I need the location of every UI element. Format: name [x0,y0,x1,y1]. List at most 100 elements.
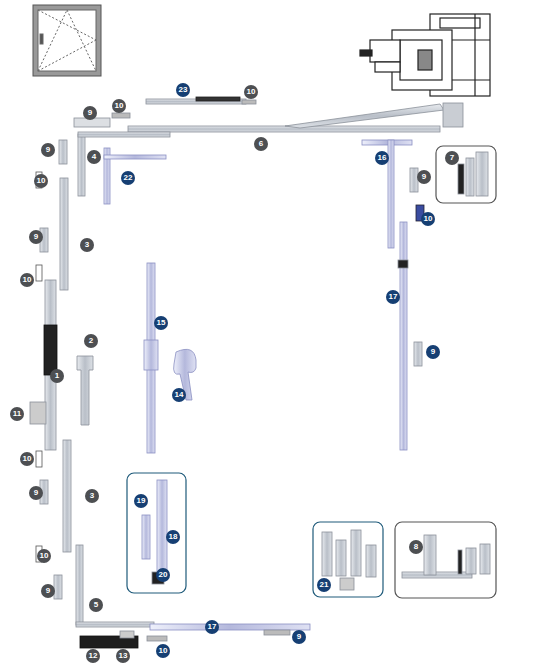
metal-parts [44,325,57,375]
metal-parts [78,134,85,196]
profile-section [440,18,480,28]
metal-parts [285,104,444,128]
metal-parts [78,132,170,137]
callout-number: 3 [80,238,94,252]
window-icon [38,10,96,71]
metal-parts [76,622,154,627]
profile-section [452,79,490,80]
callout-number: 9 [426,345,440,359]
callout-number: 12 [86,649,100,663]
callout-number: 20 [156,568,170,582]
window-icon [40,34,43,44]
callout-number: 18 [166,530,180,544]
callout-number: 3 [85,489,99,503]
metal-parts [196,97,240,101]
detail-parts [424,535,436,575]
callout-number: 10 [20,452,34,466]
callout-number: 16 [375,151,389,165]
window-icon [33,5,101,76]
metal-parts [242,100,256,104]
detail-boxes [127,146,496,598]
detail-parts [366,545,376,577]
metal-parts [400,222,407,450]
callout-number: 7 [445,151,459,165]
metal-parts [128,126,440,132]
callout-number: 9 [41,143,55,157]
detail-parts [336,540,346,576]
window-icon [38,10,96,40]
callout-number: 17 [386,290,400,304]
callout-number: 21 [317,578,331,592]
profile-section [360,14,490,96]
profile-section [400,40,442,80]
metal-parts [36,265,42,281]
detail-parts [322,532,332,576]
metal-parts [112,113,130,118]
callout-number: 13 [116,649,130,663]
callout-number: 10 [34,174,48,188]
detail-parts [458,550,462,574]
metal-parts [45,280,56,450]
detail-parts [351,530,361,576]
metal-parts [30,97,463,648]
profile-section [452,39,490,40]
detail-parts [142,152,490,590]
metal-parts [120,631,134,638]
detail-parts [466,158,474,196]
metal-parts [414,342,422,366]
callout-number: 1 [50,369,64,383]
metal-parts [264,630,290,635]
callout-number: 9 [83,106,97,120]
metal-parts [77,356,93,425]
callout-number: 5 [89,598,103,612]
profile-section [370,40,400,62]
callout-number: 23 [176,83,190,97]
detail-parts [142,515,150,559]
detail-parts [480,544,490,574]
callout-number: 8 [409,540,423,554]
metal-parts [144,340,158,370]
detail-parts [340,578,354,590]
metal-parts [59,140,67,164]
callout-number: 6 [254,137,268,151]
callout-number: 10 [156,644,170,658]
callout-number: 4 [87,150,101,164]
metal-parts [76,545,83,625]
detail-boxes [436,146,496,203]
callout-number: 11 [10,407,24,421]
callout-number: 10 [37,549,51,563]
metal-parts [104,155,166,159]
callout-number: 9 [417,170,431,184]
callout-number: 19 [134,494,148,508]
callout-number: 10 [112,99,126,113]
callout-number: 2 [84,334,98,348]
callout-number: 9 [29,486,43,500]
profile-section [474,14,475,96]
metal-parts [30,402,46,424]
detail-parts [458,164,464,194]
callout-number: 9 [41,584,55,598]
window-icon [33,5,101,76]
profile-section [360,50,372,56]
metal-parts [362,140,412,145]
detail-parts [476,152,488,196]
window-icon [38,10,67,71]
callout-number: 14 [172,388,186,402]
window-icon [38,40,96,71]
profile-section [392,30,452,90]
metal-parts [63,440,71,552]
window-icon [67,10,96,71]
callout-number: 22 [121,171,135,185]
callout-number: 17 [205,620,219,634]
profile-section [418,50,432,70]
metal-parts [36,451,42,467]
callout-number: 9 [29,230,43,244]
callout-number: 15 [154,316,168,330]
callout-number: 10 [421,212,435,226]
callout-number: 10 [20,273,34,287]
detail-boxes [395,522,496,598]
profile-section [375,62,400,72]
detail-parts [466,548,476,574]
detail-boxes [127,473,186,593]
